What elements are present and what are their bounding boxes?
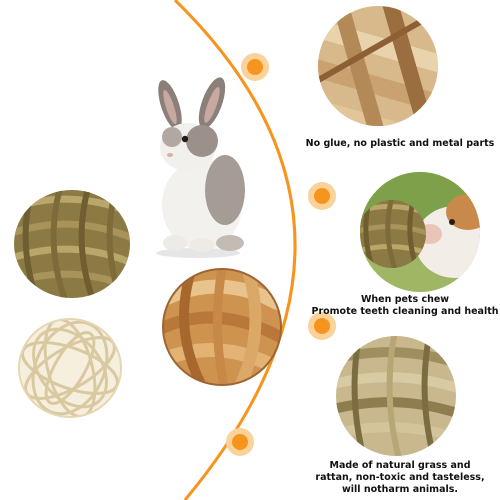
feature-2-caption: When pets chew Promote teeth cleaning an… (310, 294, 500, 318)
feature-2-caption-line-2: Promote teeth cleaning and health (311, 306, 499, 317)
feature-3-caption-line-3: will notharm animals. (341, 484, 458, 495)
hay-ball-icon (162, 268, 282, 386)
feature-3-caption-line-2: rattan, non-toxic and tasteless, (315, 472, 485, 483)
feature-3-caption: Made of natural grass and rattan, non-to… (300, 460, 500, 496)
feature-2-caption-line-1: When pets chew (360, 294, 450, 305)
rattan-ball-icon (18, 318, 122, 418)
feature-1-caption: No glue, no plastic and metal parts (305, 138, 495, 149)
feature-3-caption-line-1: Made of natural grass and (329, 460, 471, 471)
feature-3-image (336, 336, 456, 456)
timeline-node-3 (308, 312, 336, 340)
seagrass-ball-icon (14, 190, 130, 298)
rabbit-icon (156, 77, 245, 258)
feature-2-image (360, 172, 480, 292)
timeline-node-2 (308, 182, 336, 210)
feature-1-image (318, 6, 438, 126)
timeline-node-4 (226, 428, 254, 456)
timeline-node-1 (241, 53, 269, 81)
